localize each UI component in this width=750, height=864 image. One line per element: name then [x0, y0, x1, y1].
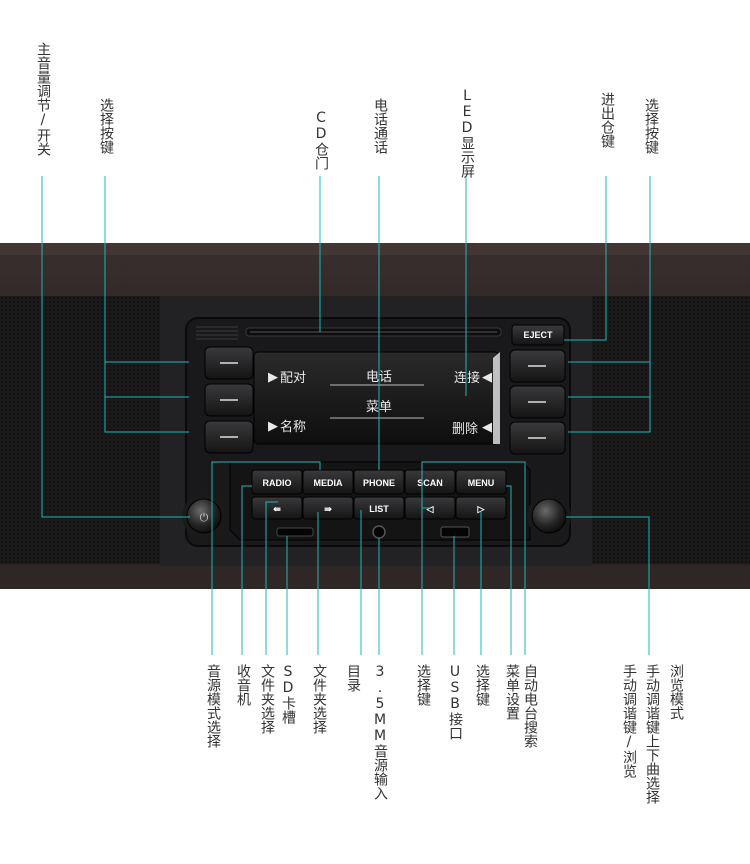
svg-text:◀: ◀	[482, 420, 492, 435]
label-radio: 收音机	[234, 664, 252, 706]
label-knob-col-2: 手动调谐键上下曲选择	[643, 664, 661, 804]
left-speaker-grille	[0, 296, 160, 564]
svg-text:▶: ▶	[268, 370, 278, 385]
label-knob-col-3: 浏览模式	[667, 664, 685, 720]
label-folder-1: 文件夹选择	[258, 664, 276, 734]
function-buttons: RADIO MEDIA PHONE SCAN MENU	[252, 470, 506, 494]
label-auto-search: 自动电台搜索	[521, 664, 539, 748]
left-soft-buttons	[205, 347, 253, 453]
label-knob-col-1: 手动调谐键/浏览	[620, 664, 638, 778]
label-select-left: 选择按键	[97, 98, 115, 154]
label-list: 目录	[344, 664, 362, 692]
label-cd-door: CD仓门	[312, 110, 330, 170]
eject-label: EJECT	[523, 330, 553, 340]
aux-jack[interactable]	[373, 526, 385, 538]
label-folder-2: 文件夹选择	[310, 664, 328, 734]
label-volume: 主音量调节/开关	[34, 42, 52, 156]
label-led: LED显示屏	[458, 88, 476, 178]
label-aux: 3.5MM音源输入	[371, 664, 389, 800]
lcd-connect: 连接	[454, 370, 480, 386]
label-select-key-2: 选择键	[473, 664, 491, 706]
scan-label: SCAN	[417, 478, 443, 488]
label-menu-set: 菜单设置	[503, 664, 521, 720]
label-usb: USB接口	[446, 664, 464, 740]
power-icon: ⏻	[200, 511, 209, 524]
label-select-key-1: 选择键	[414, 664, 432, 706]
radio-label: RADIO	[263, 478, 292, 488]
folder-next-icon: ⇛	[324, 504, 332, 514]
menu-label: MENU	[468, 478, 495, 488]
lcd-pair: 配对	[280, 371, 306, 386]
lcd-name: 名称	[280, 419, 306, 435]
folder-prev-icon: ⇚	[273, 504, 281, 514]
phone-label: PHONE	[363, 478, 395, 488]
right-speaker-grille	[592, 296, 750, 564]
label-eject-key: 进出仓键	[598, 92, 616, 148]
label-phone: 电话通话	[371, 98, 389, 154]
svg-text:◀: ◀	[482, 370, 492, 385]
usb-port[interactable]	[441, 527, 469, 537]
svg-text:▶: ▶	[268, 419, 278, 434]
label-sd: SD卡槽	[279, 664, 297, 724]
media-label: MEDIA	[314, 478, 344, 488]
lcd-delete: 删除	[452, 422, 478, 437]
sd-card-slot[interactable]	[277, 528, 313, 536]
list-label: LIST	[369, 504, 389, 514]
right-soft-buttons	[510, 350, 565, 454]
prev-icon: ◁	[426, 504, 435, 514]
tuning-knob[interactable]	[532, 499, 566, 533]
label-source-mode: 音源模式选择	[204, 664, 222, 748]
label-select-right: 选择按键	[642, 98, 660, 154]
nav-buttons: ⇚ ⇛ LIST ◁ ▷	[252, 497, 506, 519]
